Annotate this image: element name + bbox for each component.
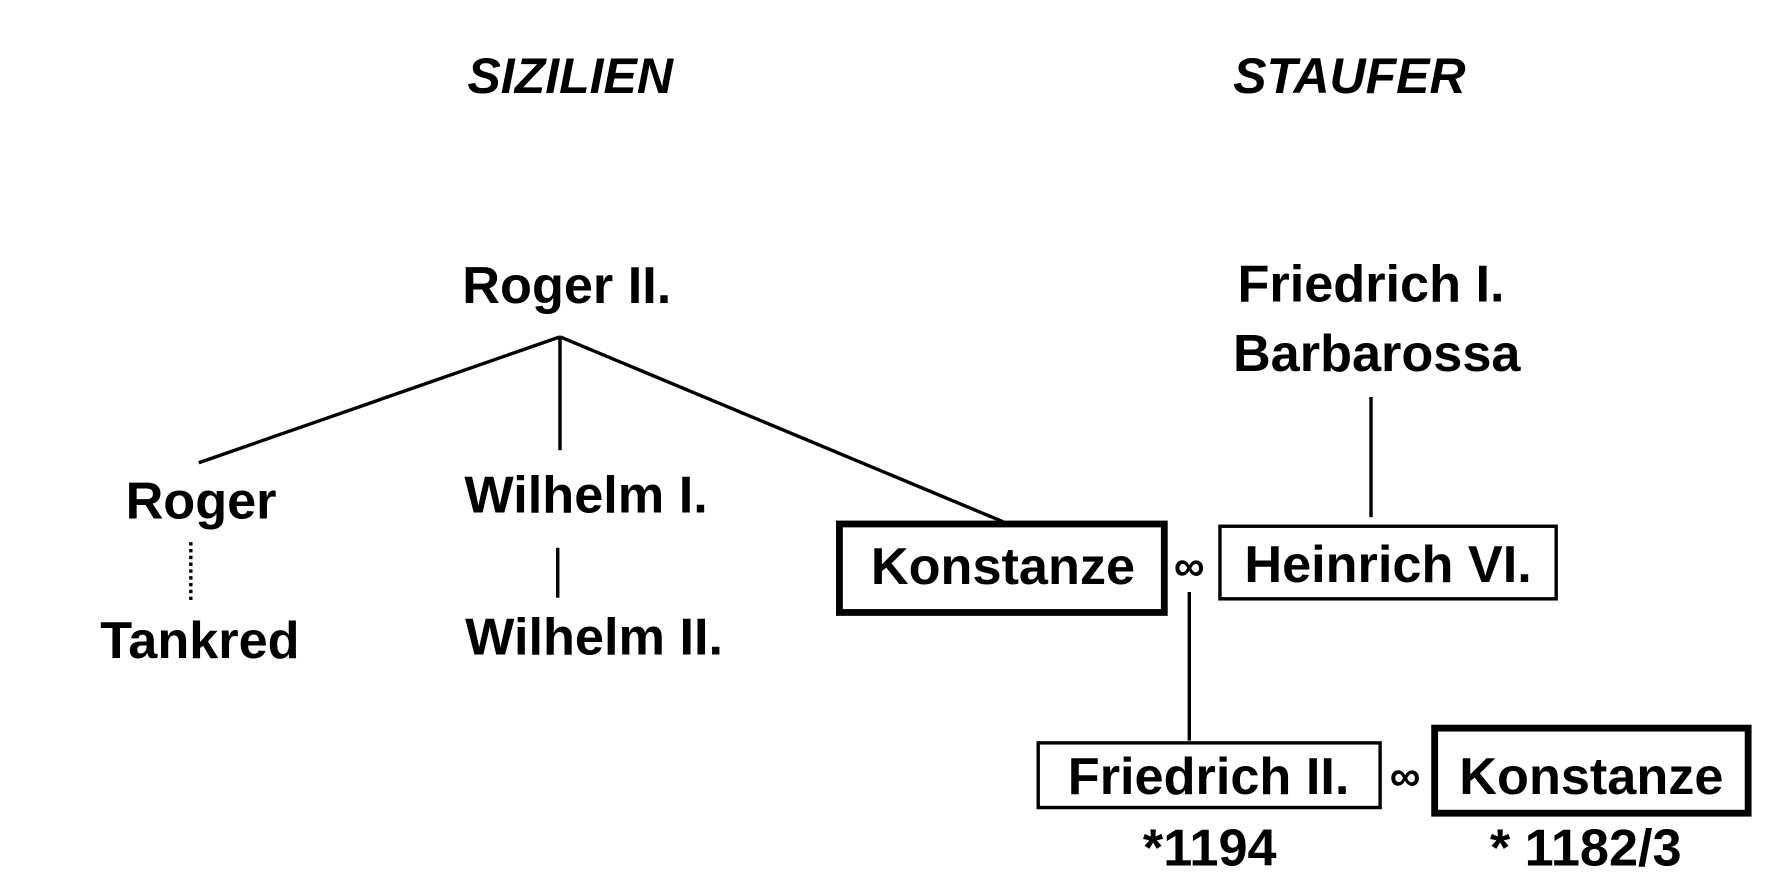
birth-konstanze-2: * 1182/3 [1490,819,1682,877]
marriage-symbol-2: ∞ [1390,753,1421,801]
person-konstanze-2: Konstanze [1459,748,1723,806]
line-roger2-roger [198,335,561,465]
person-friedrich-i: Friedrich I. [1237,256,1504,314]
person-roger: Roger [126,472,277,530]
box-konstanze [836,520,1168,616]
header-staufer: STAUFER [1233,48,1465,104]
person-heinrich-vi: Heinrich VI. [1244,536,1531,594]
marriage-symbol-1: ∞ [1174,543,1205,591]
box-heinrich-vi [1218,524,1558,601]
person-barbarossa: Barbarossa [1233,325,1521,383]
line-roger2-konstanze [559,335,1004,524]
person-konstanze: Konstanze [871,538,1135,596]
box-konstanze-2 [1431,724,1752,817]
person-tankred: Tankred [100,612,299,670]
person-wilhelm-i: Wilhelm I. [464,467,707,525]
box-friedrich-ii [1036,741,1382,810]
person-roger-ii: Roger II. [462,257,671,315]
person-friedrich-ii: Friedrich II. [1068,748,1350,806]
person-wilhelm-ii: Wilhelm II. [465,608,723,666]
birth-friedrich-ii: *1194 [1143,819,1277,877]
header-sizilien: SIZILIEN [467,48,673,104]
